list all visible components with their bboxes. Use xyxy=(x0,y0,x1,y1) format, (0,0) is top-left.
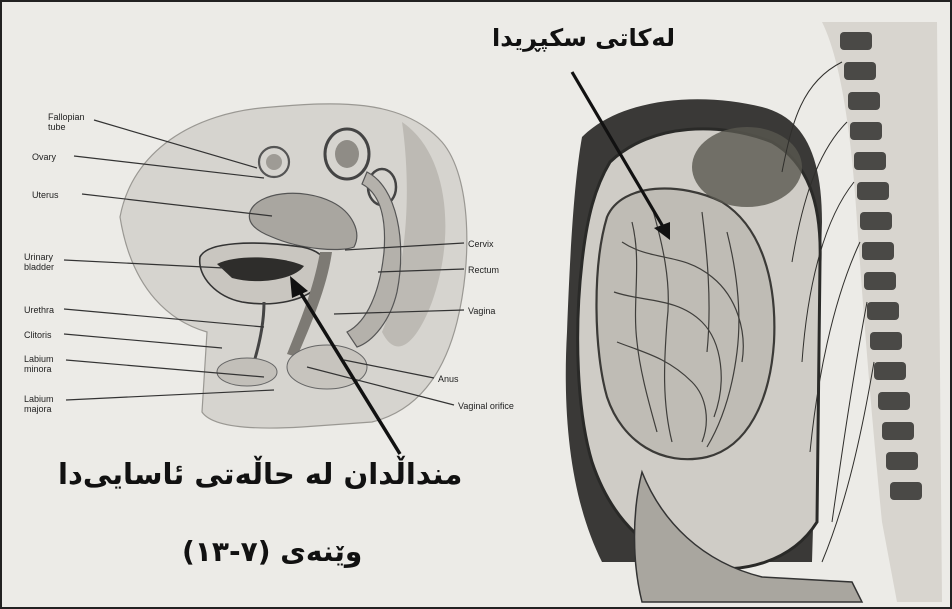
label-ovary: Ovary xyxy=(32,152,56,162)
label-fallopian-tube: Fallopian tube xyxy=(48,112,92,132)
label-urinary-bladder: Urinary bladder xyxy=(24,252,68,272)
label-rectum: Rectum xyxy=(468,265,499,275)
figure-number: وێنەی (٧-١٣) xyxy=(182,535,362,568)
label-vagina: Vagina xyxy=(468,306,495,316)
label-urethra: Urethra xyxy=(24,305,54,315)
label-cervix: Cervix xyxy=(468,239,494,249)
caption-pregnancy: لەکاتی سکپڕیدا xyxy=(492,24,675,52)
pregnant-pelvis-illustration xyxy=(566,22,942,602)
label-labium-majora: Labium majora xyxy=(24,394,68,414)
label-anus: Anus xyxy=(438,374,459,384)
label-labium-minora: Labium minora xyxy=(24,354,68,374)
label-uterus: Uterus xyxy=(32,190,59,200)
label-clitoris: Clitoris xyxy=(24,330,52,340)
label-vaginal-orifice: Vaginal orifice xyxy=(458,401,514,411)
caption-normal-uterus: منداڵدان لە حاڵەتی ئاسایی‌دا xyxy=(58,457,462,491)
